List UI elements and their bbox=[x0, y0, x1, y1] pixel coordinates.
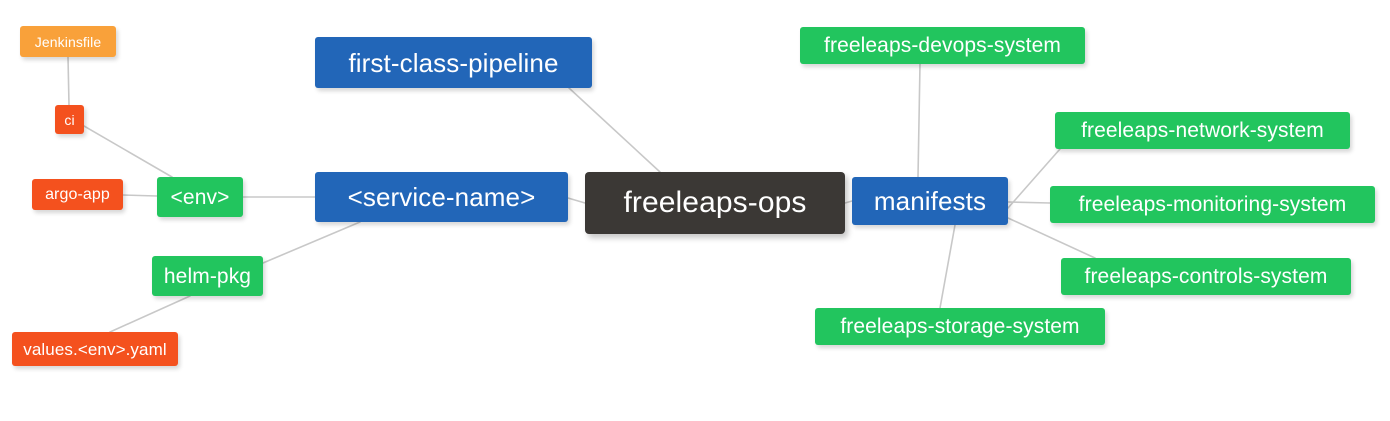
edge-helm-pkg-to-values-env-yaml bbox=[109, 295, 191, 333]
mindmap-node-argo-app[interactable]: argo-app bbox=[32, 179, 123, 210]
mindmap-node-service-name[interactable]: <service-name> bbox=[315, 172, 568, 222]
mindmap-node-jenkinsfile[interactable]: Jenkinsfile bbox=[20, 26, 116, 57]
edge-ci-to-jenkinsfile bbox=[67, 56, 70, 106]
mindmap-node-freeleaps-network-system[interactable]: freeleaps-network-system bbox=[1055, 112, 1350, 149]
mindmap-node-ci[interactable]: ci bbox=[55, 105, 84, 134]
edge-freeleaps-ops-to-manifests bbox=[844, 200, 853, 204]
edge-env-to-ci bbox=[83, 125, 173, 178]
mindmap-node-env[interactable]: <env> bbox=[157, 177, 243, 217]
mindmap-node-helm-pkg[interactable]: helm-pkg bbox=[152, 256, 263, 296]
edge-manifests-to-freeleaps-monitoring-system bbox=[1007, 201, 1051, 204]
edge-service-name-to-helm-pkg bbox=[262, 221, 361, 264]
edge-manifests-to-freeleaps-devops-system bbox=[917, 63, 921, 178]
mindmap-node-freeleaps-devops-system[interactable]: freeleaps-devops-system bbox=[800, 27, 1085, 64]
mindmap-node-values-env-yaml[interactable]: values.<env>.yaml bbox=[12, 332, 178, 366]
edge-freeleaps-ops-to-first-class-pipeline bbox=[568, 87, 661, 173]
mindmap-node-freeleaps-ops[interactable]: freeleaps-ops bbox=[585, 172, 845, 234]
mindmap-node-manifests[interactable]: manifests bbox=[852, 177, 1008, 225]
edge-manifests-to-freeleaps-storage-system bbox=[939, 224, 956, 309]
edge-env-to-argo-app bbox=[122, 194, 158, 197]
mindmap-node-freeleaps-controls-system[interactable]: freeleaps-controls-system bbox=[1061, 258, 1351, 295]
edge-freeleaps-ops-to-service-name bbox=[567, 197, 586, 204]
mindmap-node-freeleaps-storage-system[interactable]: freeleaps-storage-system bbox=[815, 308, 1105, 345]
mindmap-node-first-class-pipeline[interactable]: first-class-pipeline bbox=[315, 37, 592, 88]
edge-manifests-to-freeleaps-controls-system bbox=[1007, 217, 1096, 259]
mindmap-node-freeleaps-monitoring-system[interactable]: freeleaps-monitoring-system bbox=[1050, 186, 1375, 223]
